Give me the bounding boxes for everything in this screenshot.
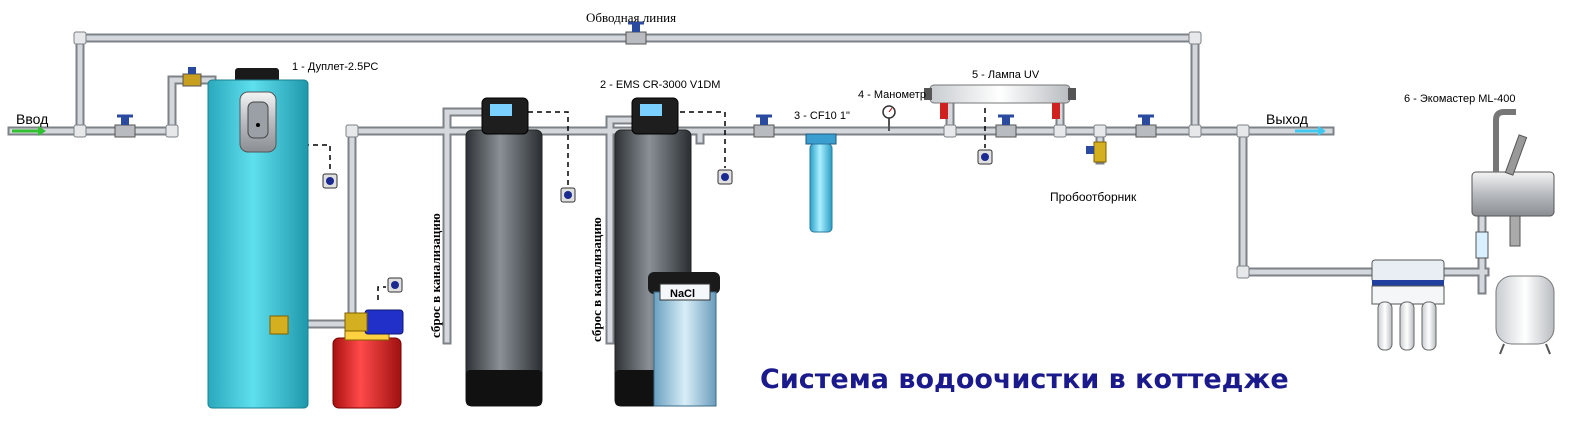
valve-icon (182, 67, 202, 87)
valve-icon (1135, 114, 1157, 138)
salt-label: NaCl (670, 288, 695, 300)
manometer-gauge (882, 105, 896, 131)
valve-icon (753, 114, 775, 138)
diagram-title: Система водоочистки в коттедже (760, 364, 1289, 395)
item4-label: 4 - Манометр (858, 89, 926, 101)
item6-label: 6 - Экомастер ML-400 (1404, 93, 1516, 105)
duplet-tank (207, 68, 309, 409)
item2-label: 2 - EMS CR-3000 V1DM (600, 79, 720, 91)
valve-icon (995, 114, 1017, 138)
socket-icon (717, 169, 733, 185)
valves (114, 21, 1157, 138)
drain-label-2: сброс в канализацию (589, 217, 604, 342)
pressure-pump (269, 309, 404, 409)
outlet-label: Выход (1266, 111, 1308, 127)
socket-icon (560, 187, 576, 203)
sampler-label: Пробоотборник (1050, 190, 1137, 204)
drain-label-1: сброс в канализацию (428, 213, 443, 338)
item5-label: 5 - Лампа UV (972, 69, 1040, 81)
item1-label: 1 - Дуплет-2.5РС (292, 61, 378, 73)
valve-icon (625, 21, 647, 45)
sampler-tap (1086, 141, 1107, 163)
ems-filter-1 (465, 97, 543, 407)
bypass-label: Обводная линия (586, 10, 676, 25)
socket-icon (977, 149, 993, 165)
ecomaster-ro-system (1371, 109, 1555, 355)
uv-lamp (924, 84, 1076, 119)
inlet-label: Ввод (16, 111, 48, 127)
valve-icon (114, 114, 136, 138)
inlet-arrow (12, 126, 46, 136)
item3-label: 3 - CF10 1" (794, 110, 850, 122)
cf10-cartridge (805, 133, 837, 233)
outlet-arrow (1295, 126, 1326, 136)
power-sockets (322, 149, 993, 293)
socket-icon (387, 277, 403, 293)
socket-icon (322, 173, 338, 189)
pipe-fittings (73, 31, 1250, 279)
salt-tank (648, 272, 720, 407)
